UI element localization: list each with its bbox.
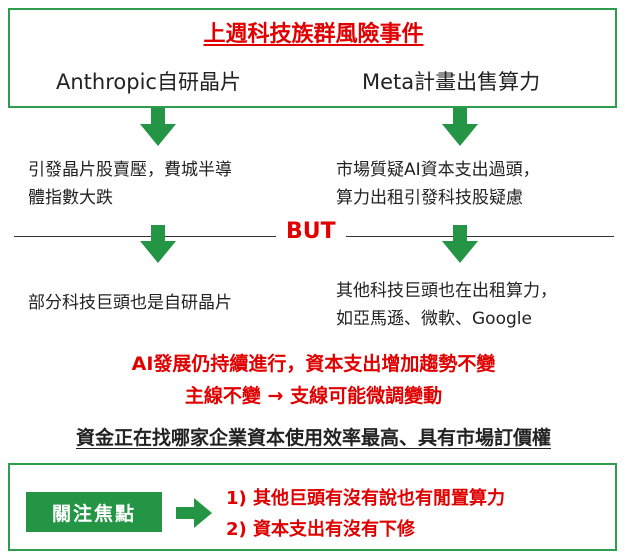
down-arrow-icon xyxy=(442,108,478,146)
focus-label: 關注焦點 xyxy=(26,492,162,532)
focus-item-2: 2) 資本支出有沒有下修 xyxy=(226,519,416,540)
right-text-line1: 市場質疑AI資本支出過頭， xyxy=(336,160,540,180)
conclusion-line1: AI發展仍持續進行，資本支出增加趨勢不變 xyxy=(131,353,496,375)
but-label: BUT xyxy=(286,219,336,244)
left-text-line1: 引發晶片股賣壓，費城半導 xyxy=(28,160,232,180)
left-heading: Anthropic自研晶片 xyxy=(56,70,241,94)
right-arrow-icon xyxy=(176,498,212,528)
summary-text: 資金正在找哪家企業資本使用效率最高、具有市場訂價權 xyxy=(75,427,551,449)
top-frame xyxy=(8,8,617,108)
left-text-line3: 部分科技巨頭也是自研晶片 xyxy=(28,293,232,313)
right-text-line3: 其他科技巨頭也在出租算力， xyxy=(336,281,557,301)
left-text-line2: 體指數大跌 xyxy=(28,188,113,208)
diagram-title: 上週科技族群風險事件 xyxy=(203,22,424,47)
right-text-line2: 算力出租引發科技股疑慮 xyxy=(336,188,523,208)
focus-item-1: 1) 其他巨頭有沒有說也有閒置算力 xyxy=(226,488,506,509)
down-arrow-icon xyxy=(140,225,176,263)
right-heading: Meta計畫出售算力 xyxy=(362,70,541,94)
down-arrow-icon xyxy=(140,108,176,146)
conclusion-line2: 主線不變 → 支線可能微調變動 xyxy=(184,385,443,407)
right-text-line4: 如亞馬遜、微軟、Google xyxy=(336,309,532,329)
divider-line-left xyxy=(14,236,276,237)
down-arrow-icon xyxy=(442,225,478,263)
divider-line-right xyxy=(346,236,614,237)
